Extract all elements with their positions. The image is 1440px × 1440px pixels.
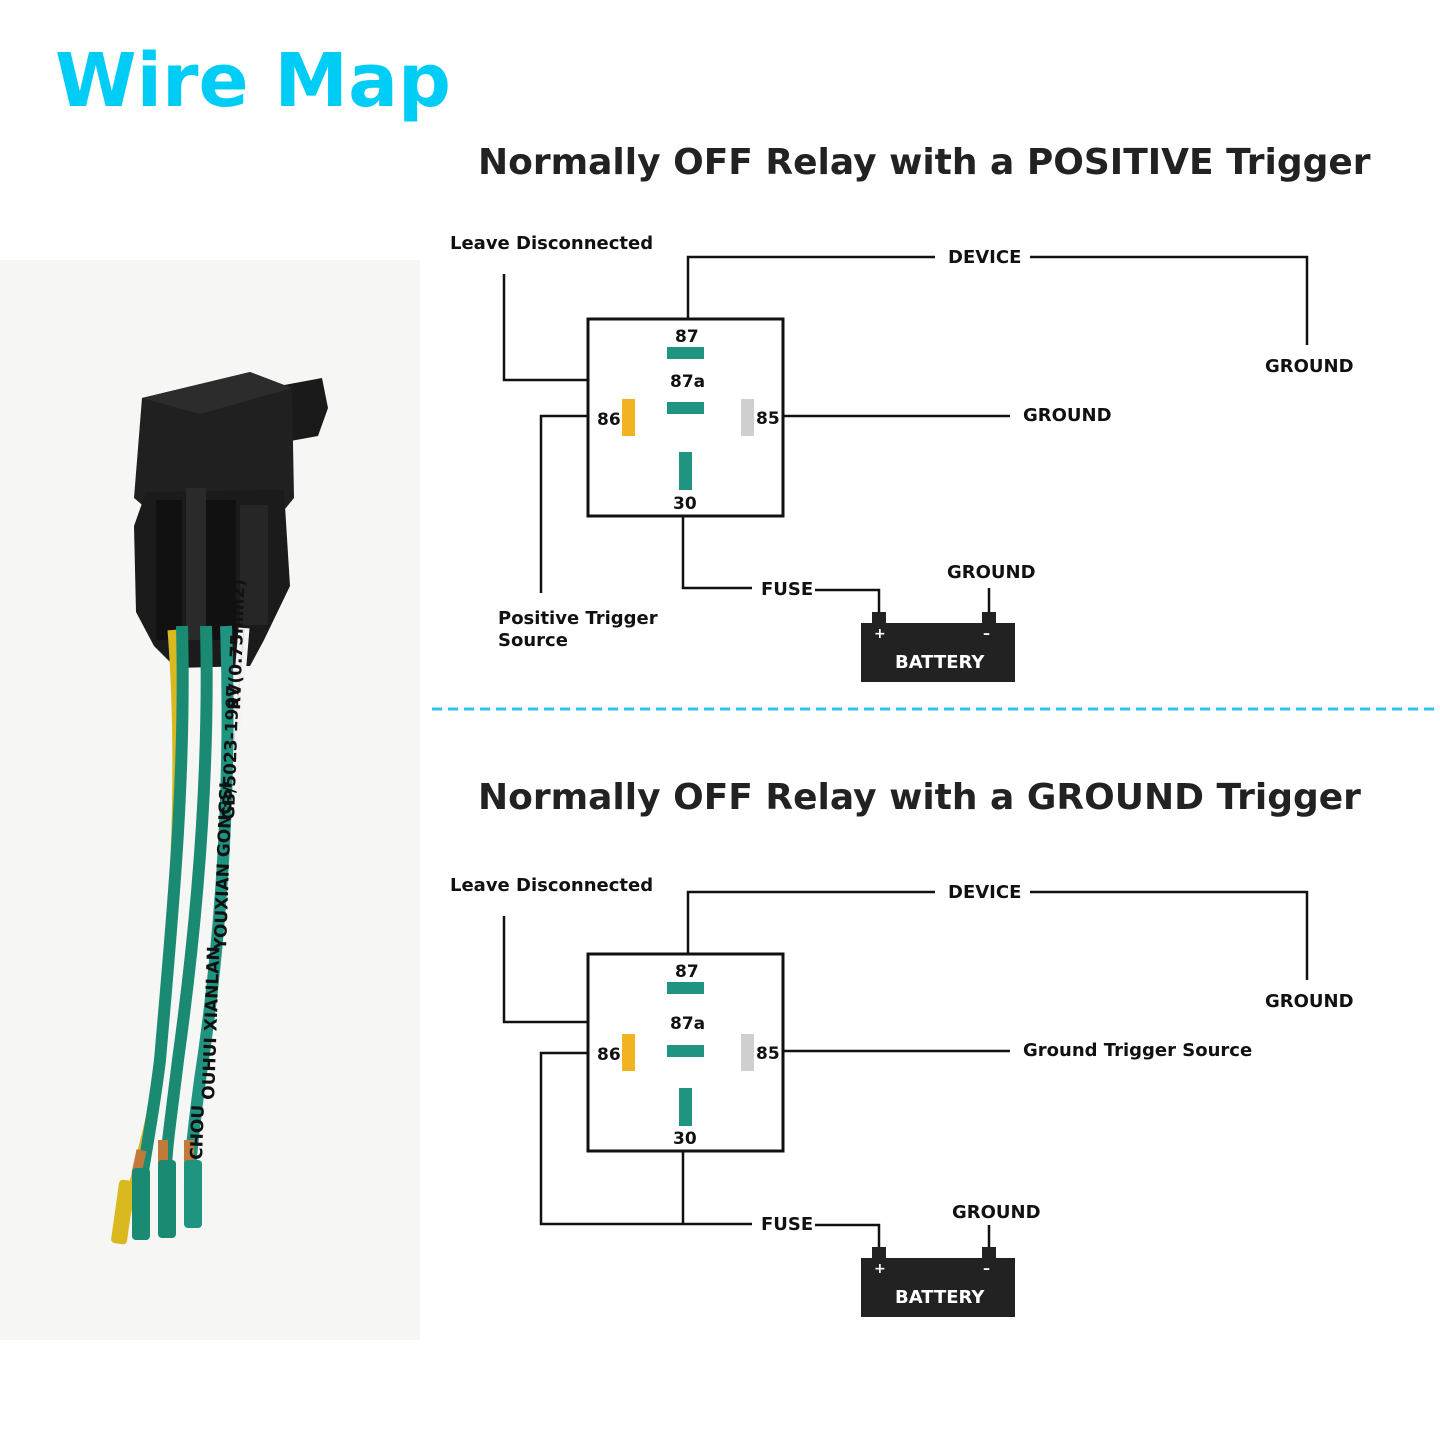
trigger-source-label: Ground Trigger Source (1023, 1040, 1252, 1061)
pin-86-label: 86 (597, 410, 621, 430)
pin-30-bar (679, 452, 692, 490)
battery-plus-sign: + (874, 1261, 886, 1277)
wire-green-3 (184, 625, 234, 1171)
battery-body (861, 623, 1015, 682)
wire-86-trigger (539, 414, 588, 593)
battery-minus-sign: – (983, 626, 990, 642)
device-ground-label: GROUND (1265, 991, 1354, 1012)
leave-disconnected-label: Leave Disconnected (450, 875, 653, 896)
leave-disconnected-label: Leave Disconnected (450, 233, 653, 254)
pin-87a-label: 87a (670, 372, 705, 392)
positive-trigger-diagram: Normally OFF Relay with a POSITIVE Trigg… (450, 142, 1371, 682)
battery-body (861, 1258, 1015, 1317)
wire-86-fuse (539, 1051, 752, 1226)
pin-85-bar (741, 399, 754, 436)
terminal-green-2 (158, 1160, 176, 1238)
battery-minus-terminal (982, 1247, 996, 1261)
battery-minus-terminal (982, 612, 996, 626)
wire-device-ground (1030, 890, 1309, 980)
device-ground-label: GROUND (1265, 356, 1354, 377)
pin-85-label: 85 (756, 409, 780, 429)
wire-87-device (686, 255, 935, 318)
battery-ground-label: GROUND (952, 1202, 1041, 1223)
pin85-ground-label: GROUND (1023, 405, 1112, 426)
battery-plus-sign: + (874, 626, 886, 642)
pin-87a-bar (667, 1045, 704, 1057)
wire-green-2 (160, 625, 213, 1171)
battery-plus-terminal (872, 1247, 886, 1261)
page-title: Wire Map (55, 38, 451, 124)
device-label: DEVICE (948, 882, 1021, 903)
battery-label: BATTERY (895, 1287, 985, 1308)
cable-print-5: CHOU (187, 1105, 209, 1161)
wire-device-ground (1030, 255, 1309, 345)
trigger-source-label-1: Positive Trigger (498, 608, 658, 629)
wire-green-1 (134, 625, 189, 1191)
pin-87a-bar (667, 402, 704, 414)
terminal-green-1 (132, 1168, 150, 1240)
battery-plus-terminal (872, 612, 886, 626)
pin-30-bar (679, 1088, 692, 1126)
pin-87-label: 87 (675, 962, 699, 982)
pin-86-label: 86 (597, 1045, 621, 1065)
pin-85-label: 85 (756, 1044, 780, 1064)
ground-trigger-diagram: Normally OFF Relay with a GROUND Trigger… (450, 777, 1361, 1317)
relay-body (134, 372, 294, 520)
fuse-label: FUSE (761, 1214, 813, 1235)
pin-86-bar (622, 399, 635, 436)
wire-87-device (686, 890, 935, 953)
pin-30-label: 30 (673, 494, 697, 514)
pin-85-bar (741, 1034, 754, 1071)
battery-label: BATTERY (895, 652, 985, 673)
positive-heading: Normally OFF Relay with a POSITIVE Trigg… (478, 142, 1371, 183)
fuse-label: FUSE (761, 579, 813, 600)
wire-30-fuse (681, 517, 752, 590)
terminal-yellow (111, 1179, 135, 1245)
wire-fuse-battery (815, 588, 881, 612)
pin-87-label: 87 (675, 327, 699, 347)
trigger-source-label-2: Source (498, 630, 568, 651)
pin-87-bar (667, 347, 704, 359)
relay-harness-photo: RV(0.75mm2) GB/5023-1997 YOUXIAN GONGSI … (0, 260, 420, 1340)
pin-87-bar (667, 982, 704, 994)
pin-87a-label: 87a (670, 1014, 705, 1034)
battery-ground-label: GROUND (947, 562, 1036, 583)
cable-print-2: GB/5023-1997 (219, 685, 244, 820)
battery-minus-sign: – (983, 1261, 990, 1277)
cable-print-1: RV(0.75mm2) (225, 579, 250, 711)
pin-86-bar (622, 1034, 635, 1071)
ground-heading: Normally OFF Relay with a GROUND Trigger (478, 777, 1361, 818)
device-label: DEVICE (948, 247, 1021, 268)
terminal-green-3 (184, 1160, 202, 1228)
wire-fuse-battery (815, 1223, 881, 1247)
pin-30-label: 30 (673, 1129, 697, 1149)
